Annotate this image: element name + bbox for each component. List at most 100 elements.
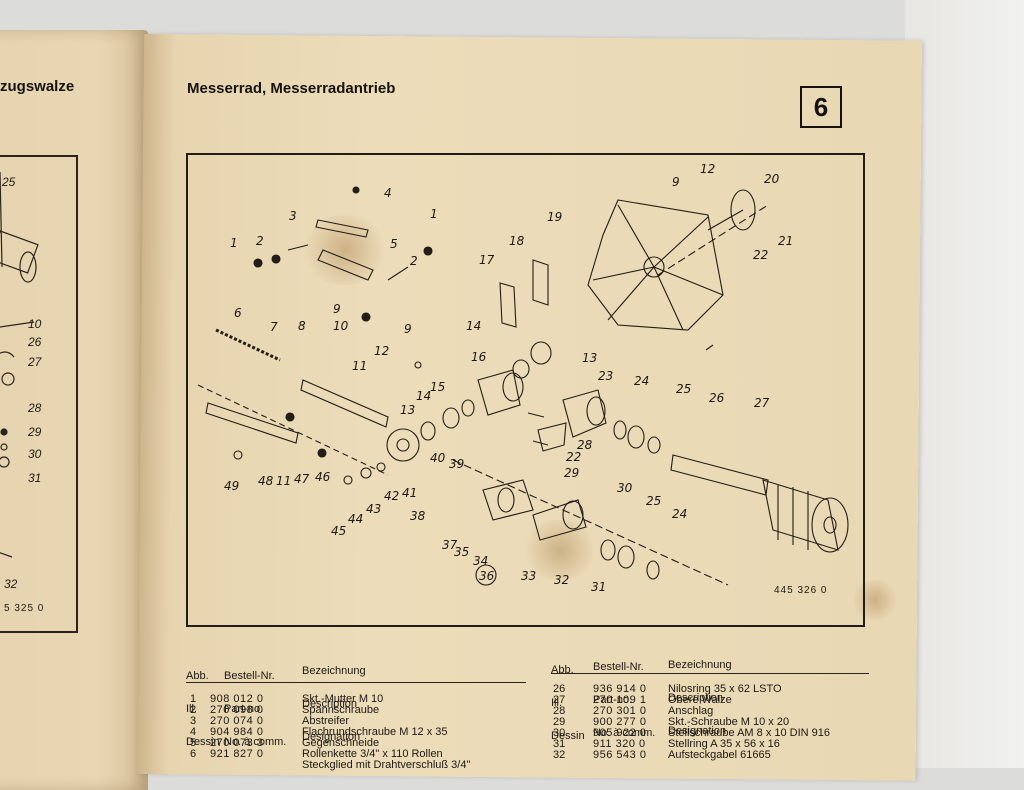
callout-9: 9 (333, 302, 341, 316)
left-callout: 31 (28, 471, 42, 485)
callout-8: 8 (298, 319, 306, 333)
callout-22: 22 (566, 450, 581, 464)
background (905, 0, 1024, 768)
callout-36: 36 (479, 569, 495, 583)
header-line: Description (302, 698, 358, 710)
page-title: Messerrad, Messerradantrieb (187, 80, 396, 97)
callout-17: 17 (479, 253, 495, 267)
left-callout: 32 (4, 577, 18, 591)
row-part-number: 956 543 0 (593, 749, 647, 761)
left-ref-code: 5 325 0 (4, 603, 45, 614)
left-callout: 28 (28, 401, 42, 415)
callout-37: 37 (442, 538, 458, 552)
row-part-number: 936 914 0 (593, 683, 647, 695)
row-description: Flachrundschraube M 12 x 35 (302, 726, 448, 738)
callout-13: 13 (582, 351, 597, 365)
header-line: Bestell-Nr. (224, 670, 275, 682)
callout-29: 29 (564, 466, 579, 480)
col-header-desc-right: Bezeichnung Description Designation (668, 638, 732, 759)
callout-18: 18 (509, 234, 525, 248)
row-number: 28 (553, 705, 566, 717)
table-rule (186, 682, 526, 683)
callout-19: 19 (547, 210, 562, 224)
stain (520, 520, 600, 580)
row-part-number: 904 984 0 (210, 726, 264, 738)
callout-24: 24 (672, 507, 687, 521)
callout-24: 24 (634, 374, 649, 388)
callout-5: 5 (390, 237, 398, 251)
header-line: Bestell-Nr. (593, 661, 644, 673)
callout-15: 15 (430, 380, 445, 394)
left-callout: 25 (2, 175, 16, 189)
row-part-number: 270 098 0 (210, 704, 264, 716)
callout-40: 40 (430, 451, 446, 465)
left-drawing (0, 171, 39, 558)
row-description: Obere Walze (668, 694, 732, 706)
exploded-drawing-art: 1 1 2 2 3 4 5 6 7 8 9 9 9 10 11 11 12 12… (197, 162, 849, 594)
row-number: 5 (190, 737, 197, 749)
row-number: 3 (190, 715, 197, 727)
callout-22: 22 (753, 248, 768, 262)
callout-32: 32 (554, 573, 569, 587)
callout-12: 12 (374, 344, 389, 358)
callout-27: 27 (754, 396, 770, 410)
header-line: No. à comm. (593, 727, 656, 739)
callout-9: 9 (672, 175, 680, 189)
col-header-part: Bestell-Nr. Part-no. No. à comm. (224, 649, 286, 770)
header-line: No. à comm. (224, 736, 287, 748)
callout-12: 12 (700, 162, 715, 176)
callout-9: 9 (404, 322, 412, 336)
callout-2: 2 (410, 254, 418, 268)
left-page-heading: zugswalze (0, 78, 75, 95)
row-part-number: 270 301 0 (593, 705, 647, 717)
row-description: Gegenschneide (302, 737, 380, 749)
callout-49: 49 (224, 479, 239, 493)
callout-3: 3 (289, 209, 297, 223)
callout-25: 25 (646, 494, 661, 508)
row-description: Steckglied mit Drahtverschluß 3/4" (302, 759, 471, 771)
callout-23: 23 (598, 369, 613, 383)
header-line: Dessin (186, 736, 220, 748)
row-part-number: 900 277 0 (593, 716, 647, 728)
callout-30: 30 (617, 481, 633, 495)
row-description: Rollenkette 3/4" x 110 Rollen (302, 748, 443, 760)
callout-28: 28 (577, 438, 593, 452)
row-number: 2 (190, 704, 197, 716)
row-part-number: 270 073 3 (210, 737, 264, 749)
row-description: Anschlag (668, 705, 714, 717)
header-line: Part-no. (593, 694, 633, 706)
header-line: Abb. (551, 664, 574, 676)
row-description: Stellschraube AM 8 x 10 DIN 916 (668, 727, 831, 739)
left-callout: 26 (28, 335, 42, 349)
left-callout: 30 (28, 447, 42, 461)
callout-43: 43 (366, 502, 381, 516)
exploded-drawing: 1 1 2 2 3 4 5 6 7 8 9 9 9 10 11 11 12 12… (186, 153, 865, 627)
row-description: Stellring A 35 x 56 x 16 (668, 738, 780, 750)
callout-38: 38 (410, 509, 426, 523)
row-description: Aufsteckgabel 61665 (668, 749, 771, 761)
callout-47: 47 (294, 472, 310, 486)
col-header-desc: Bezeichnung Description Designation (302, 644, 366, 765)
row-number: 6 (190, 748, 197, 760)
header-line: Designation (302, 731, 361, 743)
header-line: Abb. (186, 670, 209, 682)
row-number: 32 (553, 749, 566, 761)
row-part-number: 270 109 1 (593, 694, 647, 706)
callout-21: 21 (778, 234, 793, 248)
header-line: Bezeichnung (668, 659, 732, 671)
callout-1: 1 (230, 236, 238, 250)
callout-13: 13 (400, 403, 415, 417)
col-header-ill-right: Abb. Ill. Dessin (551, 643, 585, 764)
row-number: 26 (553, 683, 566, 695)
callout-31: 31 (591, 580, 606, 594)
row-number: 31 (553, 738, 566, 750)
callout-1: 1 (430, 207, 438, 221)
callout-2: 2 (256, 234, 264, 248)
callout-11: 11 (276, 474, 291, 488)
header-line: Bezeichnung (302, 665, 366, 677)
left-callout: 27 (28, 355, 42, 369)
callout-39: 39 (449, 457, 464, 471)
callout-42: 42 (384, 489, 399, 503)
table-rule (551, 673, 869, 674)
row-part-number: 270 074 0 (210, 715, 264, 727)
